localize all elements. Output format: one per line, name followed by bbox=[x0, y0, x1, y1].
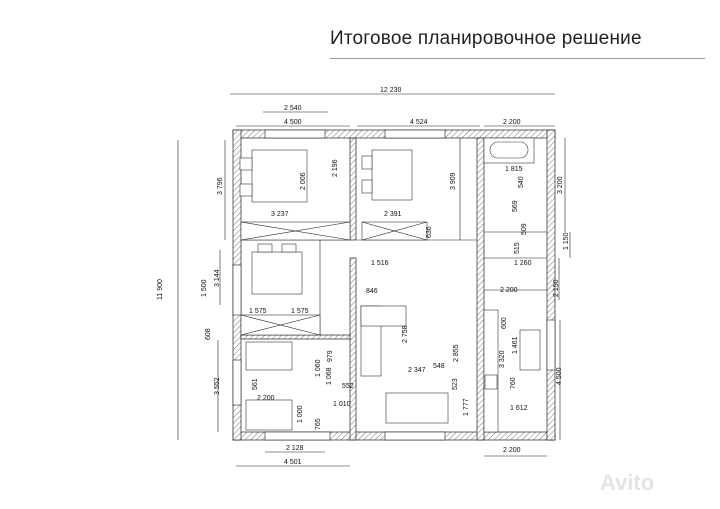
dim-kitchen-1612: 1 612 bbox=[510, 405, 528, 412]
dim-wc-1260: 1 260 bbox=[514, 260, 532, 267]
dim-kitchen-2200: 2 200 bbox=[500, 287, 518, 294]
inner-walls bbox=[240, 137, 547, 441]
dim-kitchen-600: 600 bbox=[501, 317, 508, 329]
dim-left-bottom: 3 552 bbox=[214, 377, 221, 395]
dim-living-846: 846 bbox=[366, 288, 378, 295]
dim-br-552: 552 bbox=[342, 383, 354, 390]
dim-dining-523: 523 bbox=[452, 378, 459, 390]
dim-hall-1516: 1 516 bbox=[371, 260, 389, 267]
outer-walls bbox=[232, 129, 556, 441]
dim-wc-509: 509 bbox=[521, 223, 528, 235]
dim-br-1060: 1 060 bbox=[315, 359, 322, 377]
dim-bath-1815: 1 815 bbox=[505, 166, 523, 173]
dim-kitchen-3320: 3 320 bbox=[499, 350, 506, 368]
dim-right-kitchen: 4 500 bbox=[556, 367, 563, 385]
title-underline bbox=[330, 58, 705, 59]
dim-bottom-window: 2 128 bbox=[286, 445, 304, 452]
dim-kitchen-760: 760 bbox=[510, 377, 517, 389]
dim-bed1-wardrobe: 2 196 bbox=[332, 159, 339, 177]
dim-right-hall: 2 150 bbox=[553, 279, 560, 297]
dim-bed3-b: 1 575 bbox=[291, 308, 309, 315]
dim-top-left: 4 500 bbox=[284, 119, 302, 126]
page-title: Итоговое планировочное решение bbox=[330, 28, 642, 49]
avito-watermark: Avito bbox=[600, 470, 655, 495]
dimension-labels: 12 230 2 540 4 500 4 524 2 200 3 796 11 … bbox=[157, 87, 570, 466]
bed-1 bbox=[239, 149, 308, 203]
kitchen-table bbox=[519, 329, 541, 371]
dim-top-mid: 4 524 bbox=[410, 119, 428, 126]
dim-right-wc: 1 150 bbox=[563, 232, 570, 250]
bed-3 bbox=[251, 243, 303, 295]
dim-br-765: 765 bbox=[315, 418, 322, 430]
dim-left-window: 1 500 bbox=[201, 279, 208, 297]
bottom-room-beds bbox=[245, 341, 293, 431]
dim-total-width: 12 230 bbox=[380, 87, 402, 94]
dim-bed3-a: 1 575 bbox=[249, 308, 267, 315]
bathtub bbox=[483, 137, 535, 164]
dim-left-608: 608 bbox=[205, 328, 212, 340]
dim-br-979: 979 bbox=[327, 350, 334, 362]
wardrobes bbox=[240, 221, 428, 336]
bed-2 bbox=[361, 149, 413, 201]
dim-kitchen-1461: 1 461 bbox=[512, 336, 519, 354]
dim-wc-515: 515 bbox=[514, 242, 521, 254]
dim-top-right: 2 200 bbox=[503, 119, 521, 126]
dim-left-total: 11 900 bbox=[157, 279, 164, 300]
dim-br-1000: 1 000 bbox=[297, 405, 304, 423]
dim-living-2855: 2 855 bbox=[453, 344, 460, 362]
dim-br-1010: 1 010 bbox=[333, 401, 351, 408]
dim-bed2-width: 2 391 bbox=[384, 211, 402, 218]
dimension-lines bbox=[177, 93, 571, 467]
dim-bottom-left: 4 501 bbox=[284, 459, 302, 466]
dim-bath-540: 540 bbox=[518, 176, 525, 188]
dim-br-2200: 2 200 bbox=[257, 395, 275, 402]
dim-dining-2347: 2 347 bbox=[408, 367, 426, 374]
dim-br-1068: 1 068 bbox=[326, 367, 333, 385]
dim-left-bed3: 3 144 bbox=[214, 269, 221, 287]
sofa bbox=[360, 305, 407, 377]
dim-bath-569: 569 bbox=[512, 200, 519, 212]
dim-bed2-636: 636 bbox=[426, 226, 433, 238]
dim-bed2-height: 3 909 bbox=[450, 172, 457, 190]
dim-top-window: 2 540 bbox=[284, 105, 302, 112]
dim-bottom-right: 2 200 bbox=[503, 447, 521, 454]
dim-dining-1777: 1 777 bbox=[463, 398, 470, 416]
dim-right-bath: 3 200 bbox=[557, 176, 564, 194]
dim-left-bed1: 3 796 bbox=[217, 177, 224, 195]
dim-dining-548: 548 bbox=[433, 363, 445, 370]
dim-br-561: 561 bbox=[252, 378, 259, 390]
dim-bed1-bed: 2 006 bbox=[300, 172, 307, 190]
kitchen-counter bbox=[483, 309, 499, 433]
dim-living-2758: 2 758 bbox=[402, 325, 409, 343]
dining-table bbox=[385, 392, 449, 424]
dim-bed1-width: 3 237 bbox=[271, 211, 289, 218]
